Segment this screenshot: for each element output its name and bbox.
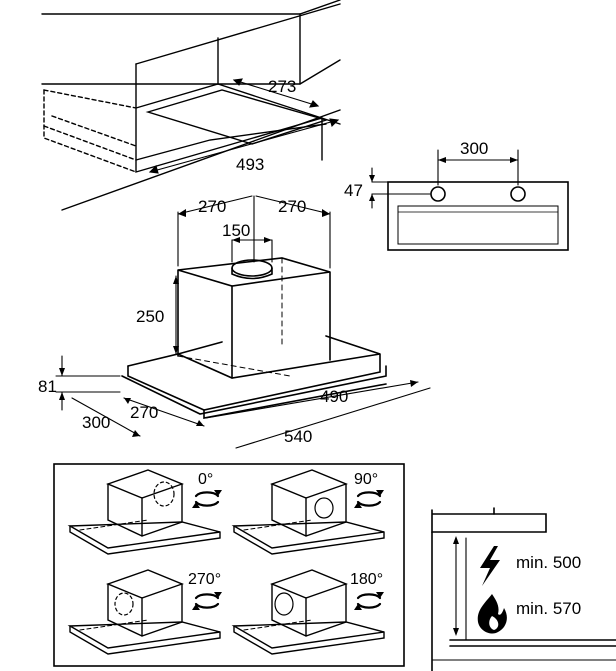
cabinet-view <box>41 0 341 211</box>
orientation-label-270: 270° <box>188 571 221 588</box>
orientation-panel <box>53 463 405 667</box>
hood-view <box>121 257 387 419</box>
body-width-label: 490 <box>320 387 348 406</box>
rotate-icon <box>354 490 384 508</box>
front-height-label: 47 <box>344 181 363 200</box>
orientation-0: 0° <box>69 469 222 555</box>
cabinet-dimension-lines <box>148 78 340 174</box>
front-spacing-label: 300 <box>460 139 488 158</box>
hood-depth-label: 300 <box>82 413 110 432</box>
rotate-icon <box>354 592 384 610</box>
rotate-icon <box>192 490 222 508</box>
outlet-diameter-label: 150 <box>222 221 250 240</box>
panel-height-label: 81 <box>38 377 57 396</box>
cabinet-width-label: 493 <box>236 155 264 174</box>
outlet-position-0 <box>153 481 175 507</box>
cabinet-depth-label: 273 <box>268 77 296 96</box>
clearance-view <box>431 507 616 671</box>
outlet-position-180 <box>274 592 294 616</box>
mounting-hole-left <box>430 186 446 202</box>
lightning-icon <box>480 546 500 586</box>
outlet-position-270 <box>114 592 134 616</box>
outlet-collar <box>231 259 273 277</box>
hood-left-offset-label: 270 <box>198 197 226 216</box>
rotate-icon <box>192 592 222 610</box>
mounting-hole-right <box>510 186 526 202</box>
orientation-180: 180° <box>233 569 385 655</box>
hood-width-label: 540 <box>284 427 312 446</box>
front-view <box>369 149 569 251</box>
orientation-label-90: 90° <box>354 471 378 488</box>
orientation-label-0: 0° <box>198 471 213 488</box>
hood-arrowheads <box>59 209 418 437</box>
orientation-90: 90° <box>233 469 385 555</box>
orientation-270: 270° <box>69 569 222 655</box>
body-depth-label: 270 <box>130 403 158 422</box>
clearance-gas-label: min. 570 <box>516 599 581 618</box>
orientation-label-180: 180° <box>350 571 383 588</box>
outlet-position-90 <box>314 497 334 519</box>
clearance-electric-label: min. 500 <box>516 553 581 572</box>
hood-right-offset-label: 270 <box>278 197 306 216</box>
body-height-label: 250 <box>136 307 164 326</box>
flame-icon <box>477 594 507 634</box>
